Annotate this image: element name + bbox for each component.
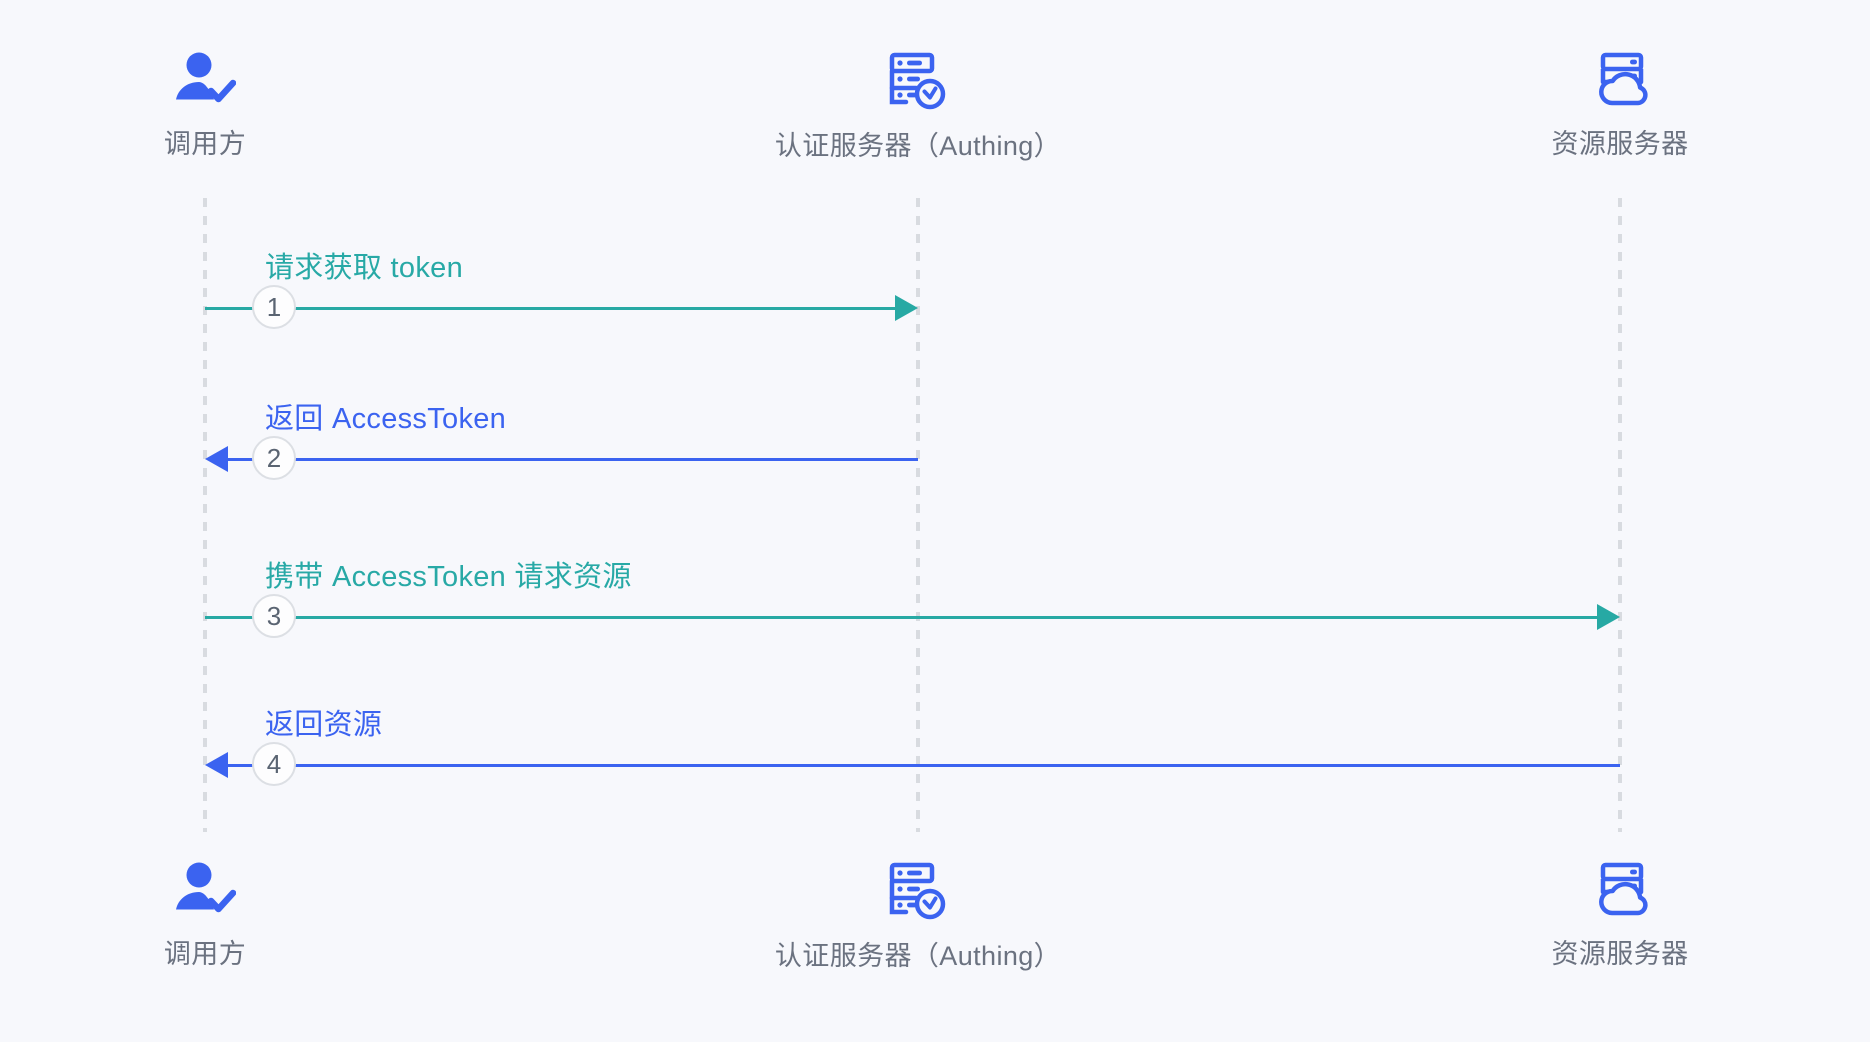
participant-label: 调用方 bbox=[163, 129, 247, 159]
message-label: 返回资源 bbox=[265, 709, 383, 741]
server-verified-icon bbox=[889, 862, 947, 920]
message-label: 携带 AccessToken 请求资源 bbox=[265, 561, 632, 593]
participant-label: 调用方 bbox=[163, 939, 247, 969]
participant-auth-server-top[interactable]: 认证服务器（Authing） bbox=[738, 52, 1098, 163]
participant-label: 认证服务器（Authing） bbox=[774, 131, 1062, 161]
message-sequence-badge: 4 bbox=[252, 742, 296, 786]
participant-resource-server-bottom[interactable]: 资源服务器 bbox=[1440, 862, 1800, 971]
participant-resource-server-top[interactable]: 资源服务器 bbox=[1440, 52, 1800, 161]
cloud-server-icon bbox=[1590, 862, 1650, 918]
user-check-icon bbox=[174, 862, 237, 918]
message-line bbox=[228, 764, 1620, 767]
message-label: 返回 AccessToken bbox=[265, 403, 507, 435]
arrowhead-right-icon bbox=[1597, 604, 1620, 630]
participant-label: 认证服务器（Authing） bbox=[774, 941, 1062, 971]
arrowhead-left-icon bbox=[205, 446, 228, 472]
participant-caller-bottom[interactable]: 调用方 bbox=[25, 862, 385, 971]
participant-label: 资源服务器 bbox=[1551, 129, 1689, 159]
message-line bbox=[228, 458, 918, 461]
participant-caller-top[interactable]: 调用方 bbox=[25, 52, 385, 161]
message-sequence-badge: 2 bbox=[252, 436, 296, 480]
message-sequence-badge: 1 bbox=[252, 285, 296, 329]
lifeline-auth-server bbox=[916, 198, 920, 832]
arrowhead-right-icon bbox=[895, 295, 918, 321]
lifeline-resource-server bbox=[1618, 198, 1622, 832]
arrowhead-left-icon bbox=[205, 752, 228, 778]
participant-label: 资源服务器 bbox=[1551, 939, 1689, 969]
participant-auth-server-bottom[interactable]: 认证服务器（Authing） bbox=[738, 862, 1098, 973]
lifeline-caller bbox=[203, 198, 207, 832]
message-line bbox=[205, 616, 1597, 619]
cloud-server-icon bbox=[1590, 52, 1650, 108]
message-sequence-badge: 3 bbox=[252, 594, 296, 638]
message-line bbox=[205, 307, 895, 310]
user-check-icon bbox=[174, 52, 237, 108]
message-label: 请求获取 token bbox=[265, 252, 463, 284]
server-verified-icon bbox=[889, 52, 947, 110]
